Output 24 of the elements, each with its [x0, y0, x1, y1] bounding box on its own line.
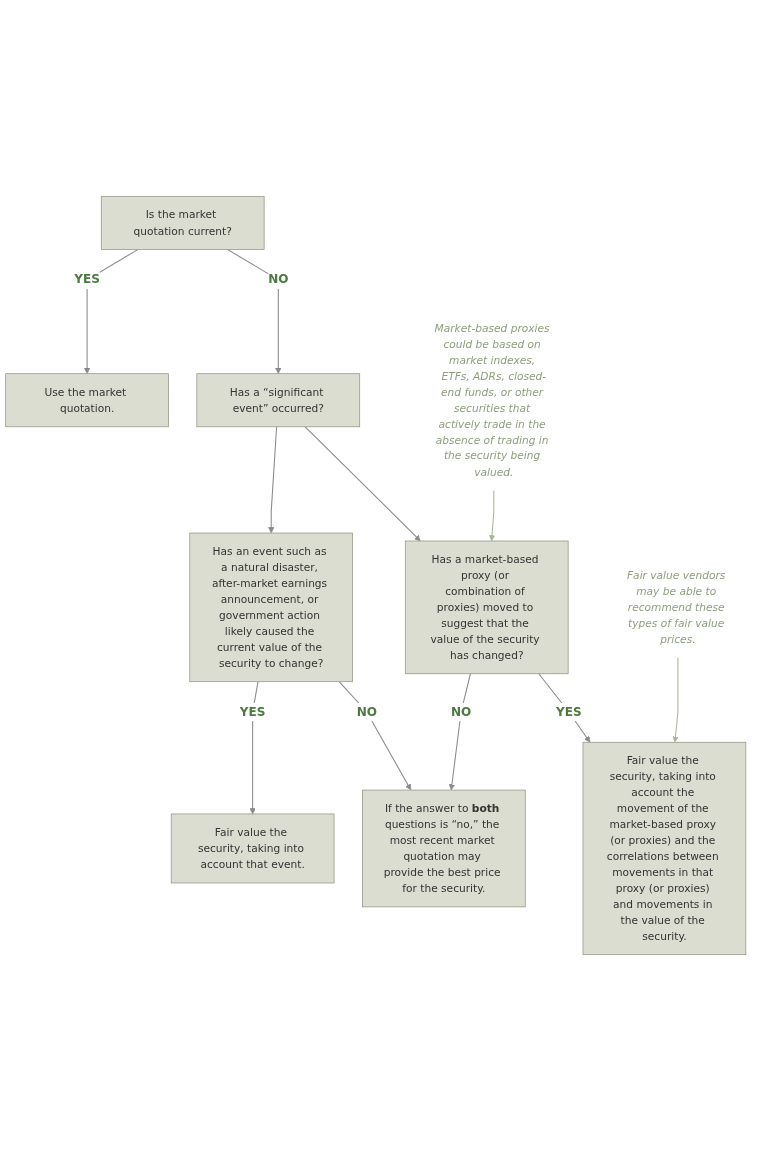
arrow [488, 490, 496, 542]
arrow [672, 657, 679, 743]
edge-label: NO [268, 272, 289, 287]
node-box [362, 789, 526, 908]
node-box [100, 195, 265, 250]
arrow [538, 673, 591, 743]
arrow [304, 426, 421, 542]
edge-label: NO [450, 704, 472, 719]
node-text: Fair value vendors may be able to recommend these types of fair value prices. [627, 568, 726, 646]
edge-label: YES [556, 704, 582, 719]
node-box [189, 532, 353, 683]
arrow [226, 248, 282, 374]
edge-label: YES [74, 272, 100, 287]
edge-label: NO [356, 704, 377, 719]
arrow [448, 673, 471, 791]
node-box [196, 373, 361, 428]
node-box [5, 373, 169, 428]
node-box [170, 813, 335, 884]
node-box [582, 741, 747, 956]
node-text: Market-based proxies could be based on market indexes, ETFs, ADRs, closed-end funds, or other securities that actively trade in the absence of trading in the security being valued. [434, 322, 550, 479]
arrow [268, 426, 278, 534]
edge-label: YES [239, 704, 266, 719]
node-box [404, 540, 569, 675]
arrow [338, 681, 412, 791]
